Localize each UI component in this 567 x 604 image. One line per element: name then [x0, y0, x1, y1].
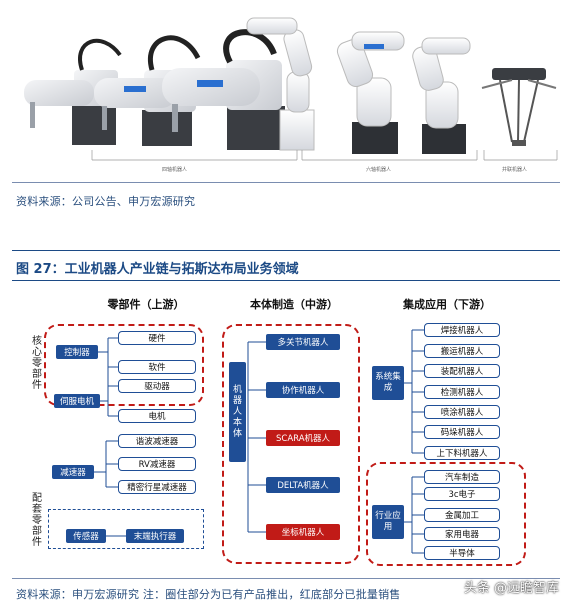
six-axis-robot-2	[336, 31, 405, 154]
strip-label-four-axis: 四轴机器人	[162, 167, 188, 173]
strip-label-parallel: 并联机器人	[502, 167, 528, 173]
strip-label-six-axis: 六轴机器人	[366, 167, 392, 173]
box-handling-robot: 搬运机器人	[424, 344, 500, 358]
delta-robot	[481, 68, 557, 146]
box-hardware: 硬件	[118, 331, 196, 345]
supporting-zone	[48, 509, 204, 549]
box-collaborative-robot: 协作机器人	[266, 382, 340, 398]
header-upstream: 零部件（上游）	[107, 298, 185, 311]
owned-zone-upstream	[44, 324, 204, 406]
box-system-integration: 系统集成	[372, 366, 404, 400]
box-cartesian-robot: 坐标机器人	[266, 524, 340, 540]
box-motor: 电机	[118, 409, 196, 423]
six-axis-robot-3	[412, 37, 471, 154]
header-midstream: 本体制造（中游）	[250, 298, 338, 311]
six-axis-robot-1	[246, 17, 315, 151]
box-welding-robot: 焊接机器人	[424, 323, 500, 337]
box-driver: 驱动器	[118, 379, 196, 393]
robot-product-photo: 四轴机器人 六轴机器人 并联机器人	[12, 10, 564, 180]
box-planetary-reducer: 精密行星减速器	[118, 480, 196, 494]
divider-title	[12, 250, 560, 251]
box-industry-application: 行业应用	[372, 505, 404, 539]
box-end-effector: 末端执行器	[126, 529, 184, 543]
box-delta-robot: DELTA机器人	[266, 477, 340, 493]
label-supporting-components: 配套零部件	[32, 493, 42, 548]
box-controller: 控制器	[56, 345, 98, 359]
divider-bottom	[12, 578, 560, 579]
box-robot-body: 机器人本体	[229, 362, 246, 462]
box-metal-processing: 金属加工	[424, 508, 500, 522]
box-painting-robot: 喷涂机器人	[424, 405, 500, 419]
box-articulated-robot: 多关节机器人	[266, 334, 340, 350]
label-core-components: 核心零部件	[32, 336, 42, 391]
box-sensor: 传感器	[66, 529, 106, 543]
watermark: 头条 @远瞻智库	[463, 581, 559, 596]
box-home-appliances: 家用电器	[424, 527, 500, 541]
box-software: 软件	[118, 360, 196, 374]
box-rv-reducer: RV减速器	[118, 457, 196, 471]
box-semiconductor: 半导体	[424, 546, 500, 560]
owned-zone-midstream	[222, 324, 360, 564]
box-harmonic-reducer: 谐波减速器	[118, 434, 196, 448]
header-downstream: 集成应用（下游）	[403, 298, 491, 311]
divider-top	[12, 182, 560, 183]
box-3c-electronics: 3c电子	[424, 487, 500, 501]
scara-robot-3	[162, 29, 285, 150]
figure-title: 图 27：工业机器人产业链与拓斯达布局业务领域	[16, 262, 299, 277]
box-automotive: 汽车制造	[424, 470, 500, 484]
divider-diagram-top	[12, 280, 560, 281]
box-servo-motor: 伺服电机	[54, 394, 100, 408]
box-inspection-robot: 检测机器人	[424, 385, 500, 399]
box-reducer: 减速器	[52, 465, 94, 479]
box-loading-robot: 上下料机器人	[424, 446, 500, 460]
box-scara-robot: SCARA机器人	[266, 430, 340, 446]
box-palletizing-robot: 码垛机器人	[424, 425, 500, 439]
source-note-top: 资料来源：公司公告、申万宏源研究	[16, 195, 196, 208]
box-assembly-robot: 装配机器人	[424, 364, 500, 378]
owned-zone-downstream	[366, 462, 526, 566]
source-note-bottom: 资料来源：申万宏源研究 注：圈住部分为已有产品推出，红底部分已批量销售	[16, 588, 401, 601]
